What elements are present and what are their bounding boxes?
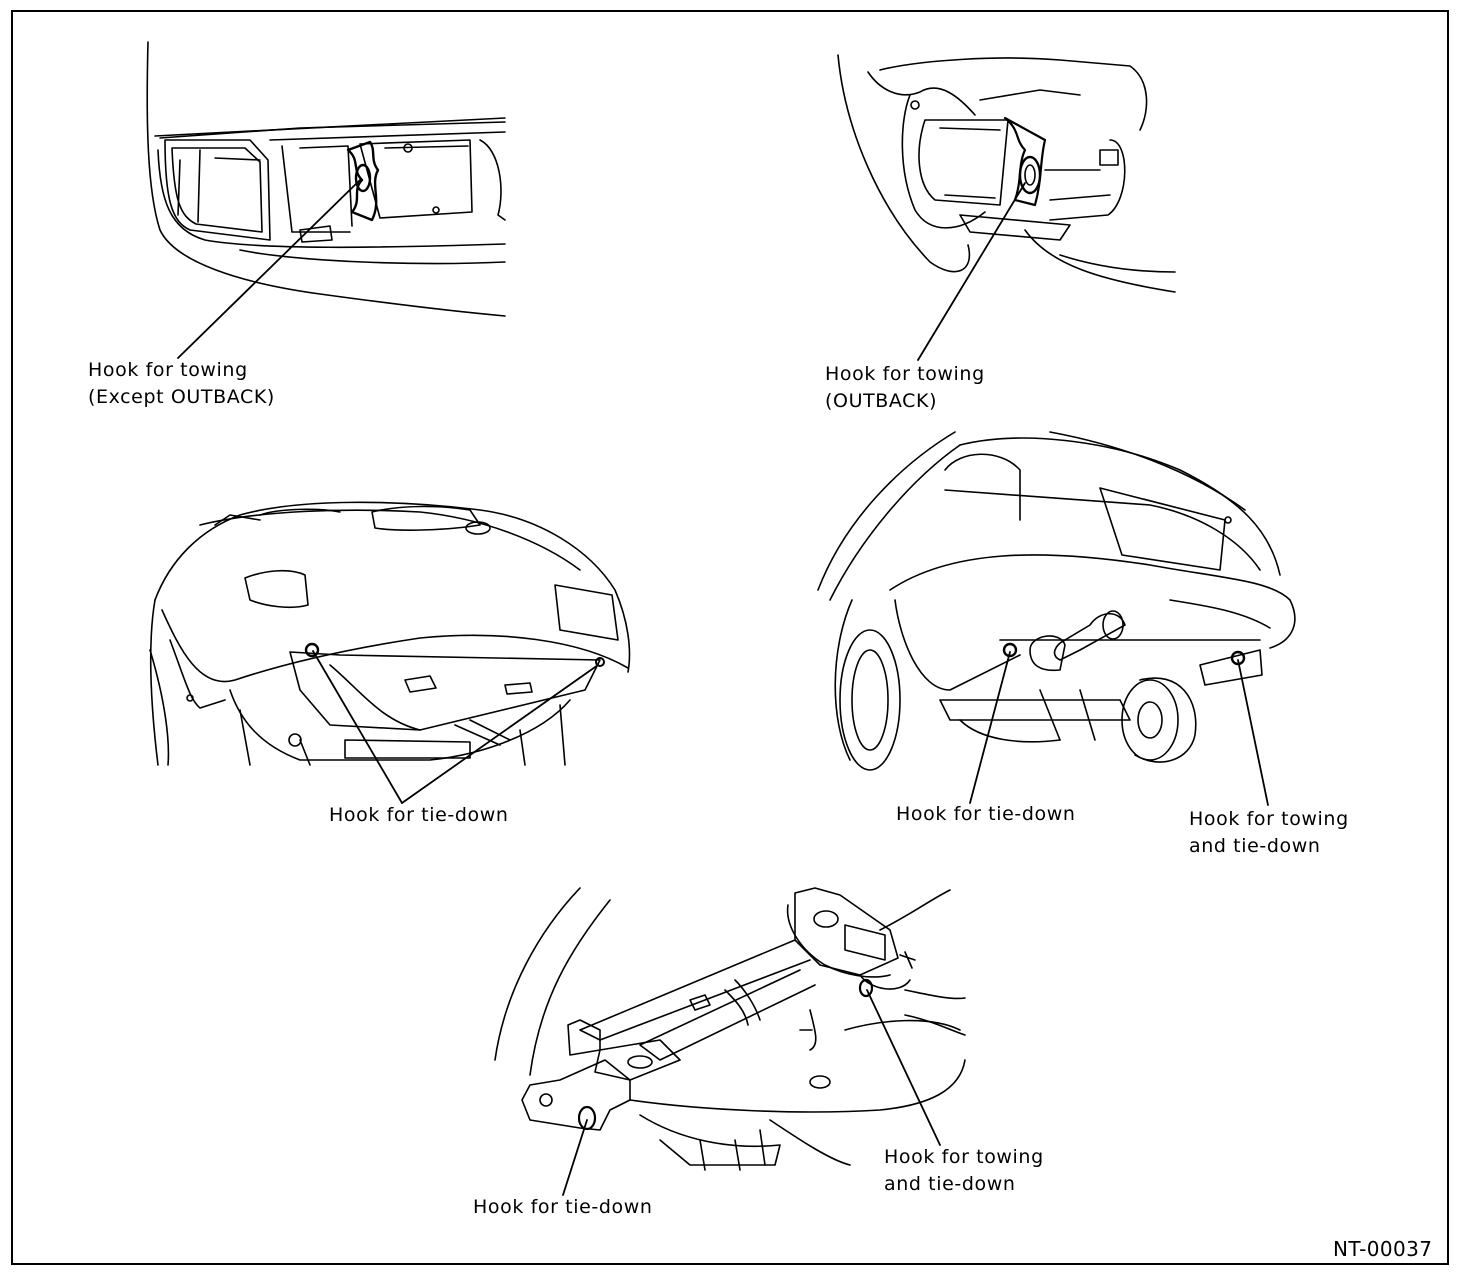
front-bumper-outback-drawing (837, 54, 1176, 293)
diagram-frame (11, 10, 1449, 1265)
label-front-towing-hook-outback: Hook for towing (OUTBACK) (825, 363, 985, 412)
label-underbody-towing-tie-down-hook: Hook for towing and tie-down (884, 1146, 1044, 1195)
front-underside-drawing (149, 501, 631, 766)
leader-lines (177, 179, 1269, 1196)
label-rear-tie-down-hook: Hook for tie-down (896, 803, 1076, 825)
label-front-tie-down-hook: Hook for tie-down (329, 804, 509, 826)
rear-underside-drawing (817, 431, 1296, 771)
label-rear-towing-tie-down-hook: Hook for towing and tie-down (1189, 808, 1349, 857)
underbody-frame-drawing (494, 887, 966, 1171)
front-bumper-except-outback-drawing (146, 41, 506, 317)
label-underbody-tie-down-hook: Hook for tie-down (473, 1196, 653, 1218)
figure-id: NT-00037 (1333, 1237, 1433, 1261)
label-front-towing-hook-except-outback: Hook for towing (Except OUTBACK) (88, 359, 275, 408)
